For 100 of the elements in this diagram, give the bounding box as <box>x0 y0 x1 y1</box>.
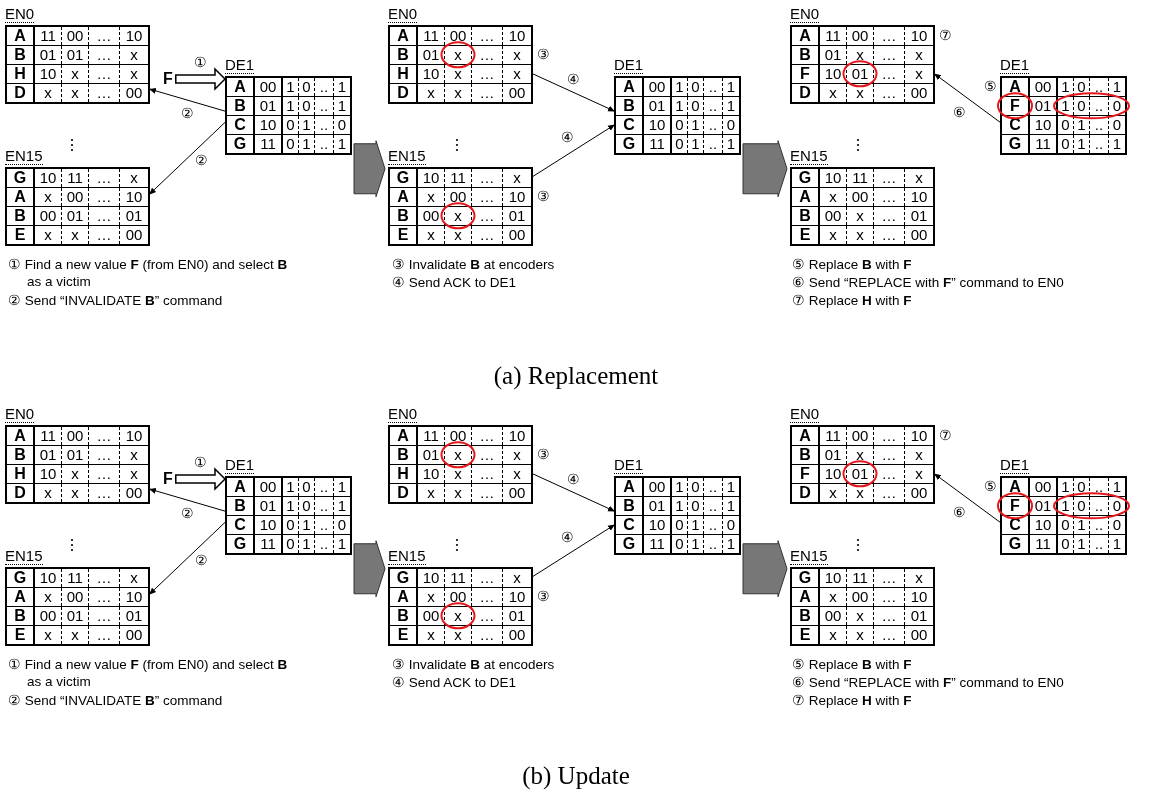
value-cell: .. <box>314 476 334 497</box>
table-title: EN15 <box>388 148 426 165</box>
key-cell: A <box>791 587 819 607</box>
value-cell: 0 <box>282 115 299 135</box>
value-cell: 1 <box>298 115 315 135</box>
key-cell: B <box>791 606 819 626</box>
value-cell: 00 <box>61 25 89 46</box>
edge-label: ⑥ <box>953 104 966 120</box>
value-cell: 01 <box>1029 96 1057 116</box>
key-cell: B <box>791 206 819 226</box>
value-cell: … <box>471 206 503 226</box>
key-cell: C <box>226 115 254 135</box>
transition-arrow <box>353 540 386 598</box>
value-cell: 01 <box>643 496 671 516</box>
value-cell: 10 <box>643 115 671 135</box>
value-cell: 00 <box>34 206 62 226</box>
value-cell: x <box>444 64 472 84</box>
key-cell: H <box>389 64 417 84</box>
step-note: ③ Invalidate B at encoders <box>392 256 556 273</box>
value-cell: 1 <box>687 515 704 535</box>
value-cell: .. <box>314 76 334 97</box>
key-cell: A <box>6 587 34 607</box>
value-cell: … <box>471 606 503 626</box>
value-cell: 0 <box>333 515 351 535</box>
value-cell: 01 <box>254 96 282 116</box>
table-title: EN0 <box>5 406 35 423</box>
value-cell: … <box>471 187 503 207</box>
step-note: ⑥ Send “REPLACE with F” command to EN0 <box>792 674 1065 691</box>
value-cell: … <box>88 187 120 207</box>
value-cell: .. <box>1089 515 1109 535</box>
value-cell: 0 <box>687 76 704 97</box>
transition-arrow <box>742 140 788 198</box>
value-cell: … <box>873 425 905 446</box>
table-title: DE1 <box>225 57 255 74</box>
value-cell: 01 <box>904 206 934 226</box>
value-cell: 1 <box>282 496 299 516</box>
edge-label: ② <box>181 105 194 121</box>
value-cell: .. <box>314 96 334 116</box>
value-cell: .. <box>703 96 723 116</box>
value-cell: 10 <box>34 64 62 84</box>
value-cell: 11 <box>819 425 847 446</box>
value-cell: 1 <box>1108 476 1126 497</box>
value-cell: .. <box>314 115 334 135</box>
value-label: F <box>163 470 173 488</box>
value-cell: x <box>904 567 934 588</box>
table-title: EN15 <box>5 548 43 565</box>
key-cell: A <box>389 25 417 46</box>
value-cell: … <box>88 567 120 588</box>
step-number: ⑦ <box>939 28 952 43</box>
value-cell: .. <box>703 476 723 497</box>
value-cell: 00 <box>34 606 62 626</box>
value-cell: x <box>444 464 472 484</box>
value-cell: … <box>88 606 120 626</box>
value-cell: 1 <box>671 496 688 516</box>
step-number: ⑤ <box>984 79 997 94</box>
value-label: F <box>163 70 173 88</box>
value-cell: 0 <box>1108 96 1126 116</box>
table-title: EN15 <box>388 548 426 565</box>
table-title: DE1 <box>614 457 644 474</box>
value-cell: 0 <box>298 476 315 497</box>
value-cell: 0 <box>282 515 299 535</box>
key-cell: B <box>389 45 417 65</box>
value-cell: … <box>88 206 120 226</box>
value-cell: 01 <box>61 445 89 465</box>
value-cell: 01 <box>643 96 671 116</box>
key-cell: B <box>6 45 34 65</box>
key-cell: C <box>615 515 643 535</box>
value-cell: 01 <box>34 445 62 465</box>
value-cell: 1 <box>1073 515 1090 535</box>
value-cell: .. <box>1089 76 1109 97</box>
value-cell: … <box>88 464 120 484</box>
value-cell: 00 <box>61 425 89 446</box>
value-cell: 10 <box>254 115 282 135</box>
value-cell: 10 <box>904 587 934 607</box>
value-cell: … <box>873 64 905 84</box>
step-note: ⑤ Replace B with F <box>792 656 913 673</box>
value-cell: 01 <box>119 606 149 626</box>
value-cell: 0 <box>1073 96 1090 116</box>
value-cell: 1 <box>282 96 299 116</box>
value-cell: 11 <box>444 167 472 188</box>
value-cell: 0 <box>1073 496 1090 516</box>
value-cell: 10 <box>643 515 671 535</box>
key-cell: A <box>791 425 819 446</box>
arrow <box>175 467 227 491</box>
value-cell: 00 <box>643 76 671 97</box>
value-cell: 0 <box>298 496 315 516</box>
value-cell: .. <box>703 515 723 535</box>
value-cell: 10 <box>254 515 282 535</box>
value-cell: x <box>61 464 89 484</box>
value-cell: 10 <box>417 464 445 484</box>
value-cell: 10 <box>502 425 532 446</box>
value-cell: x <box>502 167 532 188</box>
value-cell: … <box>471 64 503 84</box>
value-cell: 10 <box>417 567 445 588</box>
value-cell: 10 <box>417 167 445 188</box>
value-cell: 1 <box>722 96 740 116</box>
table-title: EN15 <box>790 148 828 165</box>
key-cell: F <box>1001 496 1029 516</box>
step-note: ⑦ Replace H with F <box>792 292 913 309</box>
value-cell: 01 <box>61 206 89 226</box>
